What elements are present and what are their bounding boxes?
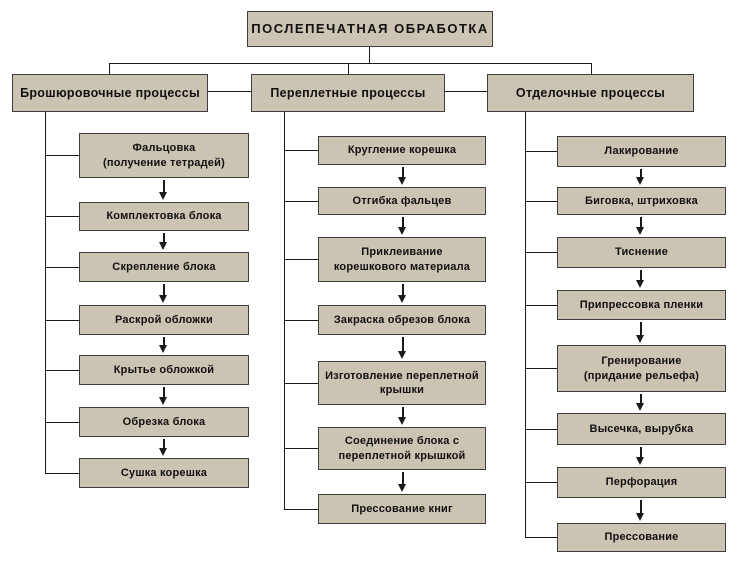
connector-line <box>109 63 110 74</box>
connector-line <box>45 112 46 473</box>
connector-line <box>45 320 79 321</box>
process-step: Прессование книг <box>318 494 486 524</box>
connector-line <box>45 473 79 474</box>
connector-line <box>284 383 318 384</box>
connector-line <box>525 429 557 430</box>
connector-line <box>284 259 318 260</box>
connector-line <box>208 91 251 92</box>
connector-line <box>45 155 79 156</box>
process-step: Закраска обрезов блока <box>318 305 486 335</box>
process-step: Высечка, вырубка <box>557 413 726 445</box>
arrow-down-icon <box>159 233 168 250</box>
arrow-down-icon <box>159 387 168 405</box>
branch-header-covering: Переплетные процессы <box>251 74 445 112</box>
connector-line <box>284 112 285 509</box>
root-node: ПОСЛЕПЕЧАТНАЯ ОБРАБОТКА <box>247 11 493 47</box>
connector-line <box>284 201 318 202</box>
connector-line <box>284 320 318 321</box>
process-step: Припрессовка пленки <box>557 290 726 320</box>
connector-line <box>284 448 318 449</box>
connector-line <box>369 47 370 63</box>
connector-line <box>445 91 487 92</box>
process-step: Кругление корешка <box>318 136 486 165</box>
arrow-down-icon <box>636 500 645 521</box>
arrow-down-icon <box>159 439 168 456</box>
arrow-down-icon <box>636 270 645 288</box>
arrow-down-icon <box>398 337 407 359</box>
arrow-down-icon <box>636 394 645 411</box>
arrow-down-icon <box>159 284 168 303</box>
connector-line <box>45 267 79 268</box>
process-step: Биговка, штриховка <box>557 187 726 215</box>
process-step: Отгибка фальцев <box>318 187 486 215</box>
arrow-down-icon <box>398 472 407 492</box>
branch-header-finishing: Отделочные процессы <box>487 74 694 112</box>
process-step: Крытье обложкой <box>79 355 249 385</box>
connector-line <box>525 112 526 538</box>
process-step: Перфорация <box>557 467 726 498</box>
branch-header-binding: Брошюровочные процессы <box>12 74 208 112</box>
connector-line <box>45 370 79 371</box>
arrow-down-icon <box>398 284 407 303</box>
process-step: Соединение блока с переплетной крышкой <box>318 427 486 470</box>
process-step: Раскрой обложки <box>79 305 249 335</box>
process-step: Тиснение <box>557 237 726 268</box>
connector-line <box>525 482 557 483</box>
arrow-down-icon <box>636 322 645 343</box>
connector-line <box>45 216 79 217</box>
connector-line <box>525 368 557 369</box>
arrow-down-icon <box>636 447 645 465</box>
connector-line <box>525 151 557 152</box>
connector-line <box>284 150 318 151</box>
arrow-down-icon <box>636 217 645 235</box>
connector-line <box>348 63 349 74</box>
process-step: Прессование <box>557 523 726 552</box>
arrow-down-icon <box>398 217 407 235</box>
process-step: Обрезка блока <box>79 407 249 437</box>
process-step: Скрепление блока <box>79 252 249 282</box>
arrow-down-icon <box>159 180 168 200</box>
arrow-down-icon <box>398 167 407 185</box>
arrow-down-icon <box>636 169 645 185</box>
connector-line <box>591 63 592 74</box>
connector-line <box>525 305 557 306</box>
process-step: Фальцовка (получение тетрадей) <box>79 133 249 178</box>
connector-line <box>525 252 557 253</box>
connector-line <box>45 422 79 423</box>
process-step: Гренирование (придание рельефа) <box>557 345 726 392</box>
connector-line <box>284 509 318 510</box>
process-step: Изготовление переплетной крышки <box>318 361 486 405</box>
process-step: Комплектовка блока <box>79 202 249 231</box>
connector-line <box>525 537 557 538</box>
process-step: Лакирование <box>557 136 726 167</box>
process-step: Сушка корешка <box>79 458 249 488</box>
arrow-down-icon <box>398 407 407 425</box>
process-step: Приклеивание корешкового материала <box>318 237 486 282</box>
connector-line <box>109 63 592 64</box>
arrow-down-icon <box>159 337 168 353</box>
connector-line <box>525 201 557 202</box>
